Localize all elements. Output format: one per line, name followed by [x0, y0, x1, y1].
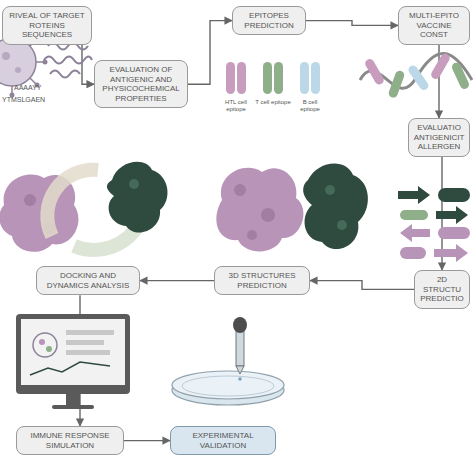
step-text: EXPERIMENTAL VALIDATION: [175, 431, 271, 450]
step-label: IMMUNE RESPONSE SIMULATION: [16, 426, 124, 455]
step-text: EPITOPES PREDICTION: [237, 11, 301, 30]
sequence-text: AAAAYY: [14, 84, 42, 92]
epitope-label: B cell epitope: [292, 99, 328, 113]
step-text: EVALUATION OF ANTIGENIC AND PHYSICOCHEMI…: [99, 65, 183, 103]
step-label: 3D STRUCTURES PREDICTION: [214, 266, 310, 295]
flow-arrow: [140, 280, 214, 281]
protein-3d-models: [216, 164, 368, 252]
epitope-pills: [226, 62, 320, 94]
computer-monitor: [16, 314, 130, 409]
step-text: IMMUNE RESPONSE SIMULATION: [21, 431, 119, 450]
epitope-label: T cell epitope: [255, 99, 291, 106]
epitope-label: HTL cell epitope: [218, 99, 254, 113]
step-label: EVALUATION OF ANTIGENIC AND PHYSICOCHEMI…: [94, 60, 188, 108]
flow-arrow: [306, 21, 398, 26]
step-label: MULTI-EPITO VACCINE CONST: [398, 6, 470, 45]
step-text: DOCKING AND DYNAMICS ANALYSIS: [41, 271, 135, 290]
step-text: 3D STRUCTURES PREDICTION: [219, 271, 305, 290]
step-text: 2D STRUCTU PREDICTIO: [419, 275, 465, 304]
docking-complex: [0, 162, 168, 252]
vaccine-construct: [360, 52, 472, 99]
step-label: RIVEAL OF TARGET ROTEINS SEQUENCES: [2, 6, 92, 45]
step-label: EVALUATIO ANTIGENICIT ALLERGEN: [408, 118, 470, 157]
step-label: EPITOPES PREDICTION: [232, 6, 306, 35]
step-label: DOCKING AND DYNAMICS ANALYSIS: [36, 266, 140, 295]
step-text: RIVEAL OF TARGET ROTEINS SEQUENCES: [7, 11, 87, 40]
step-text: MULTI-EPITO VACCINE CONST: [403, 11, 465, 40]
validation-box: EXPERIMENTAL VALIDATION: [170, 426, 276, 455]
flow-arrow: [310, 281, 414, 290]
flow-arrow: [124, 440, 170, 441]
secondary-structure: [398, 186, 470, 262]
step-text: EVALUATIO ANTIGENICIT ALLERGEN: [413, 123, 465, 152]
flow-arrow: [82, 45, 94, 84]
sequence-strands: [44, 43, 92, 78]
sequence-text: YTMSLGAEN: [2, 96, 45, 104]
petri-dish: [172, 317, 284, 405]
step-label: 2D STRUCTU PREDICTIO: [414, 270, 470, 309]
flow-arrow: [188, 21, 232, 85]
